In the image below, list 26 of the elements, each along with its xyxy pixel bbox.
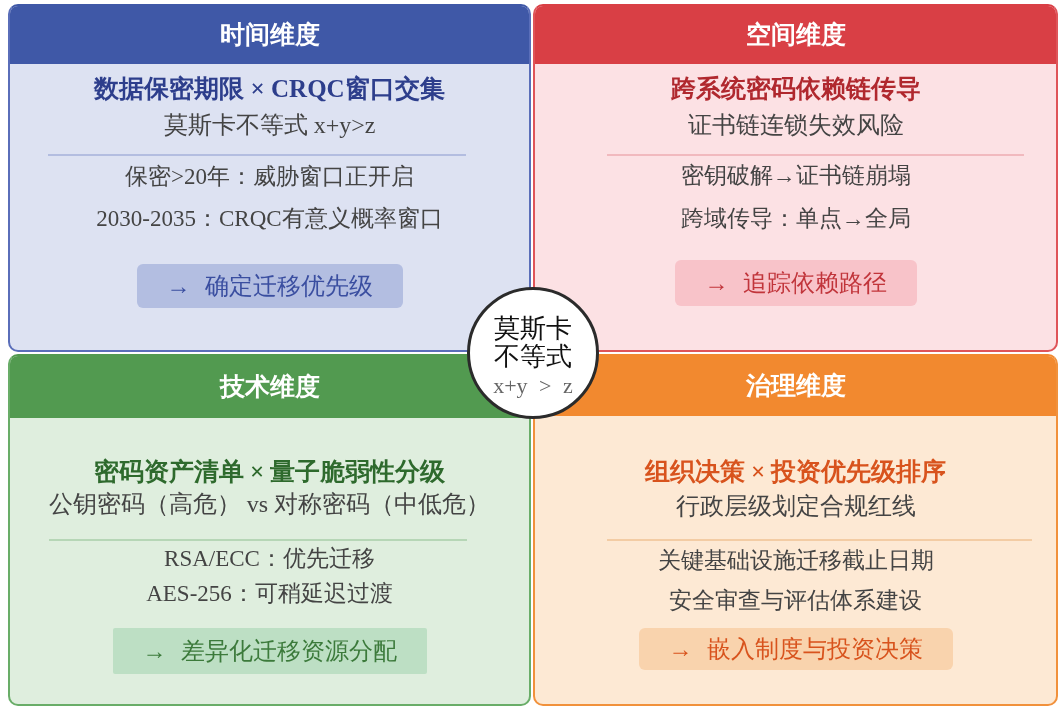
summary-text: 行政层级划定合规红线 bbox=[675, 492, 916, 521]
panel-title: 空间维度 bbox=[745, 20, 846, 50]
panel-title: 时间维度 bbox=[219, 20, 320, 50]
focus-text: 组织决策 × 投资优先级排序 bbox=[644, 457, 947, 487]
focus-text: 密码资产清单 × 量子脆弱性分级 bbox=[93, 457, 446, 487]
focus-text: 数据保密期限 × CRQC窗口交集 bbox=[94, 74, 445, 104]
detail-text: 保密>20年：威胁窗口正开启 bbox=[125, 163, 414, 191]
detail-text: 安全审查与评估体系建设 bbox=[669, 587, 922, 615]
detail-text: 关键基础设施迁移截止日期 bbox=[657, 547, 934, 575]
action-tag: → 确定迁移优先级 bbox=[136, 264, 403, 308]
detail-text: RSA/ECC：优先迁移 bbox=[164, 545, 375, 573]
focus-text: 跨系统密码依赖链传导 bbox=[670, 74, 921, 104]
action-tag: → 差异化迁移资源分配 bbox=[112, 628, 427, 674]
summary-text: 公钥密码（高危） vs 对称密码（中低危） bbox=[48, 490, 491, 519]
summary-text: 证书链连锁失效风险 bbox=[687, 111, 904, 140]
detail-text: 密钥破解→证书链崩塌 bbox=[680, 162, 911, 190]
panel-title: 技术维度 bbox=[219, 372, 320, 402]
action-tag: → 追踪依赖路径 bbox=[674, 260, 917, 306]
formula-text: x+y > z bbox=[493, 373, 573, 399]
detail-text: 跨域传导：单点→全局 bbox=[680, 205, 911, 233]
summary-text: 莫斯卡不等式 x+y>z bbox=[163, 111, 376, 140]
action-tag: → 嵌入制度与投资决策 bbox=[638, 628, 953, 670]
detail-text: AES-256：可稍延迟过渡 bbox=[146, 580, 393, 608]
detail-text: 2030-2035：CRQC有意义概率窗口 bbox=[96, 205, 443, 233]
panel-title: 治理维度 bbox=[745, 371, 846, 401]
circle-title: 莫斯卡不等式 bbox=[493, 315, 573, 371]
